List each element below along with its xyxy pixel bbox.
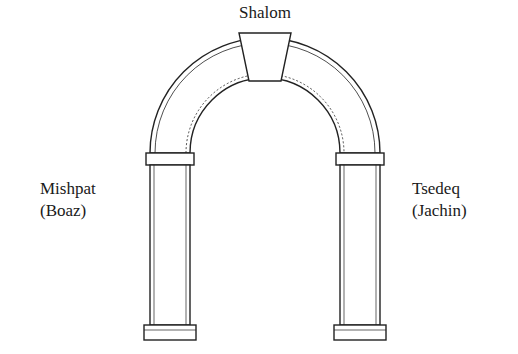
pillar-line xyxy=(344,165,345,325)
pillar-label: Mishpat (Boaz) xyxy=(40,178,96,222)
base-line xyxy=(144,330,196,331)
keystone xyxy=(239,33,291,81)
pillar-base xyxy=(334,325,386,340)
pillar-base xyxy=(144,325,196,340)
keystone-label: Shalom xyxy=(239,2,291,24)
base-line xyxy=(334,330,386,331)
pillar-shaft xyxy=(340,165,380,325)
capital xyxy=(336,153,384,165)
arch-dotted-line xyxy=(186,74,344,153)
pillar-label: Tsedeq (Jachin) xyxy=(412,178,467,222)
capital xyxy=(146,153,194,165)
pillar-line xyxy=(376,165,377,325)
pillar-line xyxy=(154,165,155,325)
pillar-shaft xyxy=(150,165,190,325)
pillar-line xyxy=(186,165,187,325)
